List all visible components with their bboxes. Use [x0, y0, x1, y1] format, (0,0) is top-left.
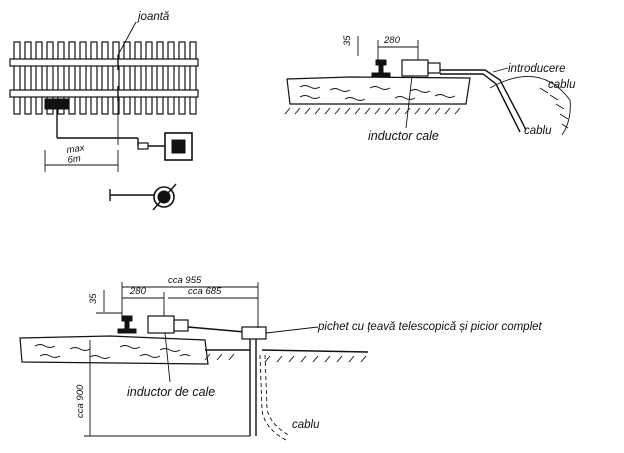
sleeper [123, 41, 131, 115]
inductor-bottom [147, 315, 175, 334]
ground-waves-bottom [34, 344, 191, 359]
sleeper [189, 41, 197, 115]
cable-entry-leader [492, 67, 509, 73]
cable-run-bottom [187, 326, 246, 333]
depth-label: cca 900 [75, 384, 86, 418]
cable-entry-pipe [440, 69, 527, 131]
cable-mound-hatch [539, 87, 569, 129]
sleepers [13, 41, 197, 115]
sleeper [13, 41, 21, 115]
sleeper [46, 41, 54, 115]
sleeper [90, 41, 98, 115]
ground-bottom [19, 335, 209, 365]
rail-web-bottom [124, 320, 130, 330]
hatching-bottom [204, 353, 367, 363]
cable-bottom-path-2 [264, 354, 291, 437]
cable-bottom-label: cablu [292, 419, 320, 431]
dim-280-bottom-label: 280 [129, 286, 147, 297]
plan-connector [137, 142, 149, 150]
dim-685-label: cca 685 [188, 286, 222, 297]
inductor-clamp-top [427, 62, 441, 74]
ground-top-right [286, 76, 471, 105]
rail-section-bottom [121, 315, 133, 322]
hatching-top-right [284, 107, 461, 115]
track-inductor-bottom-label: inductor de cale [127, 385, 215, 399]
cable-entry-label-2: cablu [548, 79, 576, 91]
ground-line-far [261, 349, 369, 353]
plan-inductor [44, 98, 70, 110]
six-m-label: 6m [67, 153, 82, 166]
sleeper [112, 41, 120, 115]
joint-leader [117, 21, 137, 56]
max-label: max [66, 142, 87, 156]
cable-bottom-path [259, 354, 287, 441]
sleeper [145, 41, 153, 115]
equipment-box-inner [171, 139, 186, 154]
sleeper [35, 41, 43, 115]
sleeper [167, 41, 175, 115]
stake-label: pichet cu țeavă telescopică și picior co… [317, 321, 543, 333]
dim-280-top-label: 280 [383, 35, 401, 46]
track-inductor-top-leader [405, 75, 413, 129]
section-stake: cca 900 cca 955 cca 685 280 35 pichet cu… [19, 275, 543, 441]
dim-35-top-label: 35 [342, 35, 353, 46]
ground-waves-top-right [299, 85, 456, 101]
section-cable-entry: 280 35 introducere cablu cablu inductor … [284, 35, 576, 143]
cable-top-label: cablu [524, 125, 552, 137]
sleeper [68, 41, 76, 115]
inductor-top [401, 59, 429, 77]
rail-foot-top [371, 72, 391, 78]
cable-mound [489, 76, 571, 136]
sleeper [134, 41, 142, 115]
symbol-slash [152, 183, 177, 211]
rail-lower [9, 89, 199, 98]
sleeper [79, 41, 87, 115]
joint-label: joantă [136, 11, 169, 23]
rail-web-top [378, 64, 384, 74]
cable-entry-pipe-inner [440, 73, 521, 133]
stake-head [241, 326, 267, 340]
dim-955-label: cca 955 [168, 275, 202, 286]
sleeper [57, 41, 65, 115]
rail-section-top [375, 59, 387, 66]
track-inductor-bottom-leader [164, 332, 171, 383]
sleeper [101, 41, 109, 115]
sleeper [156, 41, 164, 115]
track-inductor-top-label: inductor cale [368, 129, 439, 143]
stake-leader [265, 326, 319, 334]
cable-entry-label-1: introducere [508, 63, 566, 75]
sleeper [178, 41, 186, 115]
rail-foot-bottom [117, 328, 137, 334]
inductor-clamp-bottom [173, 319, 189, 332]
sleeper [24, 41, 32, 115]
rail-upper [9, 58, 199, 67]
track-plan-view: joantă max 6m [9, 11, 199, 211]
dim-35-bottom-label: 35 [88, 293, 99, 304]
